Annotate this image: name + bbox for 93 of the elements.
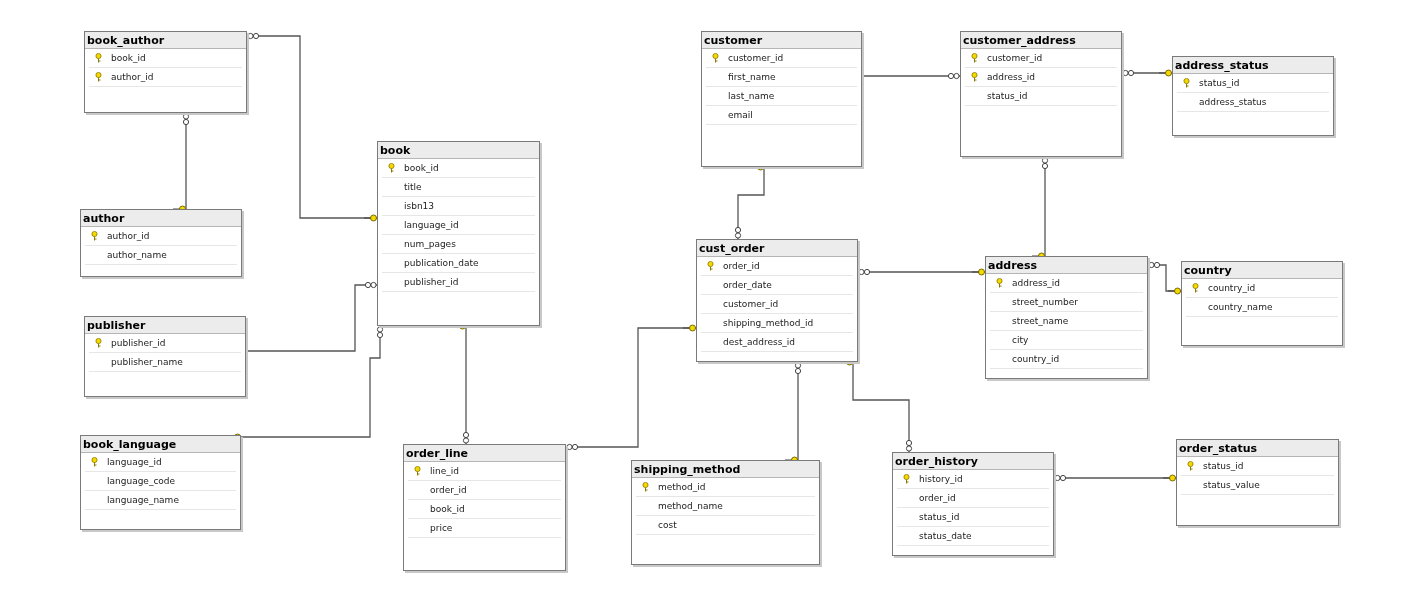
table-name: address_status [1175, 59, 1269, 71]
column-name: status_date [919, 531, 972, 541]
table-box [696, 239, 858, 362]
column-name: line_id [430, 466, 459, 476]
relationship-line [246, 32, 378, 222]
column-name: street_name [1012, 316, 1069, 326]
column-name: author_name [107, 250, 167, 260]
table-name: book_author [87, 34, 165, 46]
column-name: isbn13 [404, 201, 435, 211]
table-box [403, 444, 566, 571]
table-name: address [988, 259, 1038, 271]
table-name: cust_order [699, 242, 765, 254]
column-name: address_id [1012, 278, 1061, 288]
column-name: order_id [430, 485, 467, 495]
relationship-line [1121, 69, 1173, 77]
column-name: status_value [1203, 480, 1260, 490]
table-box [631, 460, 820, 565]
column-name: title [404, 182, 422, 192]
column-name: country_id [1208, 283, 1256, 293]
table-name: order_status [1179, 442, 1258, 454]
table-box [1176, 439, 1339, 526]
column-name: language_code [107, 476, 176, 486]
column-name: num_pages [404, 239, 456, 249]
table-box [892, 452, 1054, 556]
column-name: customer_id [723, 299, 779, 309]
column-name: publication_date [404, 258, 479, 268]
column-name: price [430, 523, 453, 533]
table-name: author [83, 212, 125, 224]
table-name: customer_address [963, 34, 1076, 46]
table-box [1172, 56, 1334, 136]
table-name: publisher [87, 319, 146, 331]
table-name: customer [704, 34, 763, 46]
column-name: address_status [1199, 97, 1267, 107]
relationship-line [849, 361, 913, 453]
table-name: book [380, 144, 411, 156]
table-box [80, 209, 242, 277]
column-name: book_id [404, 163, 439, 173]
column-name: last_name [728, 91, 775, 101]
table-name: shipping_method [634, 463, 741, 475]
column-name: language_id [404, 220, 459, 230]
column-name: dest_address_id [723, 337, 796, 347]
table-box [1181, 261, 1343, 346]
column-name: cost [658, 520, 677, 530]
column-name: street_number [1012, 297, 1078, 307]
column-name: book_id [430, 504, 465, 514]
column-name: country_id [1012, 354, 1060, 364]
column-name: country_name [1208, 302, 1273, 312]
column-name: customer_id [987, 53, 1043, 63]
column-name: status_id [987, 91, 1028, 101]
column-name: city [1012, 335, 1029, 345]
table-box [960, 31, 1122, 157]
column-name: status_id [1203, 461, 1244, 471]
column-name: author_id [107, 231, 150, 241]
relationship-line [1147, 261, 1182, 295]
table-box [84, 316, 246, 397]
relationship-line [182, 112, 190, 210]
column-name: customer_id [728, 53, 784, 63]
column-name: language_name [107, 495, 179, 505]
column-name: first_name [728, 72, 776, 82]
column-name: book_id [111, 53, 146, 63]
column-name: method_name [658, 501, 723, 511]
column-name: order_id [919, 493, 956, 503]
relationship-line [857, 268, 986, 276]
relationship-line [462, 325, 470, 445]
table-box [701, 31, 862, 167]
relationship-line [734, 166, 768, 240]
column-name: email [728, 110, 753, 120]
relationship-line [794, 361, 802, 461]
column-name: address_id [987, 72, 1036, 82]
column-name: shipping_method_id [723, 318, 814, 328]
column-name: publisher_id [111, 338, 166, 348]
column-name: order_id [723, 261, 760, 271]
table-name: order_line [406, 447, 469, 459]
table-box [80, 435, 241, 530]
column-name: history_id [919, 474, 963, 484]
column-name: publisher_id [404, 277, 459, 287]
relationship-line [1041, 156, 1049, 257]
column-name: order_date [723, 280, 772, 290]
relationship-line [565, 324, 697, 451]
column-name: method_id [658, 482, 706, 492]
table-name: book_language [83, 438, 177, 450]
table-box [985, 256, 1148, 379]
column-name: publisher_name [111, 357, 183, 367]
table-name: country [1184, 264, 1232, 276]
relationship-line [1053, 474, 1177, 482]
column-name: language_id [107, 457, 162, 467]
table-name: order_history [895, 455, 978, 467]
column-name: author_id [111, 72, 154, 82]
column-name: status_id [919, 512, 960, 522]
relationship-line [861, 72, 961, 80]
column-name: status_id [1199, 78, 1240, 88]
table-box [377, 141, 540, 326]
table-box [84, 31, 247, 113]
